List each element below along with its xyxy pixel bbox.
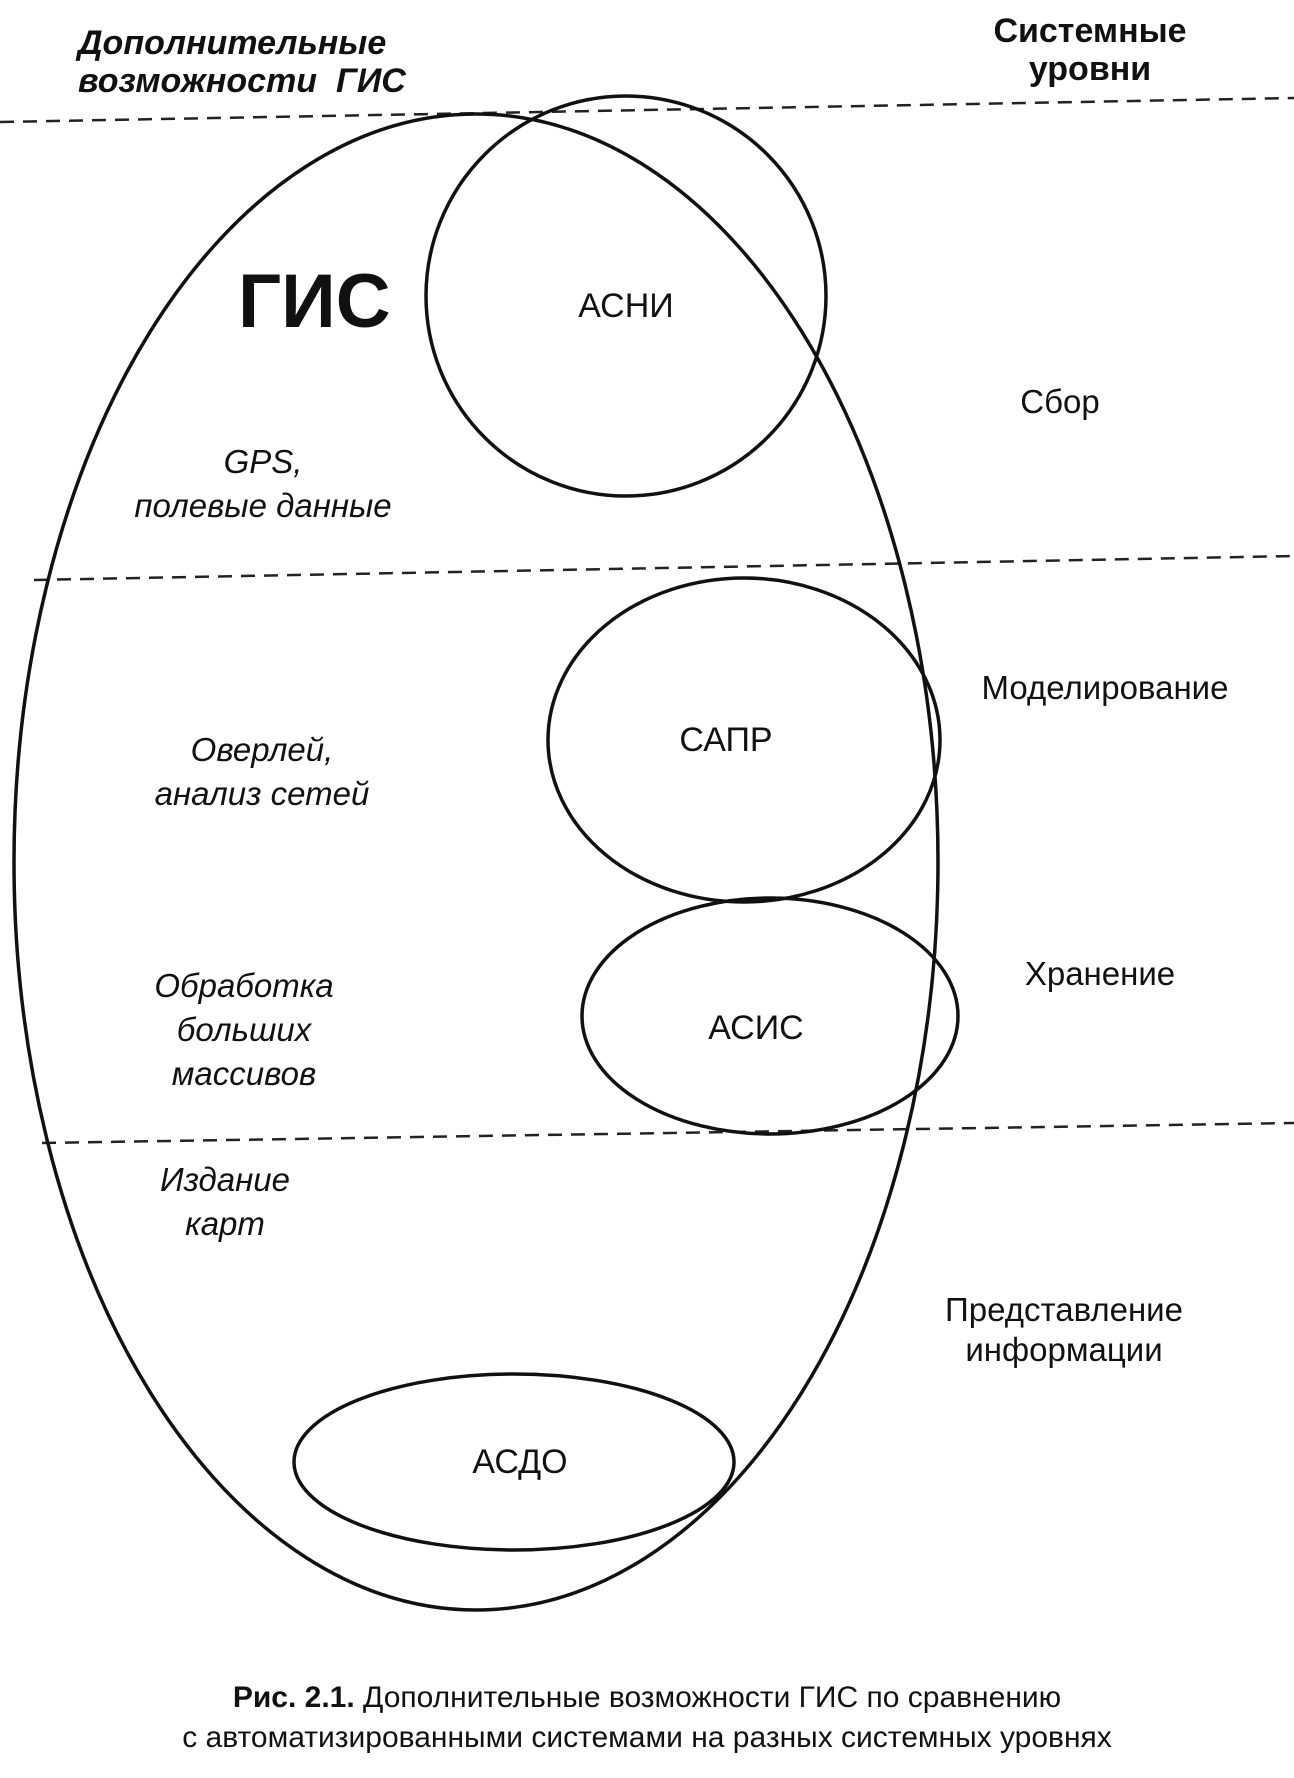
figure-caption: Рис. 2.1. Дополнительные возможности ГИС…	[0, 1678, 1294, 1758]
caption-line2: с автоматизированными системами на разны…	[182, 1721, 1112, 1754]
level-presentation: Представление информации	[924, 1290, 1204, 1370]
feature-overlay-line1: Оверлей,	[190, 731, 334, 768]
asis-label: АСИС	[708, 1009, 804, 1047]
asis-ellipse	[580, 896, 960, 1136]
asni-label: АСНИ	[578, 287, 674, 325]
feature-maps-line1: Издание	[159, 1161, 291, 1198]
caption-line1: Рис. 2.1. Дополнительные возможности ГИС…	[0, 1678, 1294, 1718]
level-modeling: Моделирование	[981, 669, 1229, 706]
feature-gps: GPS, полевые данные	[88, 440, 438, 528]
header-additional-capabilities: Дополнительные возможности ГИС	[78, 24, 406, 100]
feature-processing: Обработка больших массивов	[104, 964, 384, 1096]
header-right-line1: Системные	[993, 12, 1187, 50]
caption-line1-text: Дополнительные возможности ГИС по сравне…	[354, 1681, 1062, 1714]
level-collection: Сбор	[1020, 383, 1100, 420]
feature-maps-line2: карт	[185, 1205, 265, 1242]
feature-overlay: Оверлей, анализ сетей	[112, 728, 412, 816]
asdo-ellipse	[292, 1372, 736, 1552]
asni-ellipse	[424, 94, 828, 498]
separator-line-storage-presentation	[41, 1121, 1294, 1145]
header-right-line2: уровни	[1028, 50, 1152, 88]
asdo-label: АСДО	[472, 1443, 568, 1481]
feature-maps: Издание карт	[120, 1158, 330, 1246]
feature-processing-line2: больших	[176, 1011, 312, 1048]
sapr-ellipse	[546, 576, 942, 904]
feature-processing-line3: массивов	[171, 1055, 317, 1092]
feature-gps-line1: GPS,	[223, 443, 303, 480]
header-left-line1: Дополнительные	[78, 24, 387, 62]
level-presentation-line2: информации	[965, 1331, 1163, 1368]
level-storage: Хранение	[1024, 955, 1176, 992]
feature-processing-line1: Обработка	[154, 967, 334, 1004]
feature-gps-line2: полевые данные	[134, 487, 392, 524]
separator-line-top	[0, 96, 1294, 124]
separator-line-collection-modeling	[33, 554, 1294, 582]
gis-label: ГИС	[238, 259, 391, 344]
gis-ellipse	[12, 112, 940, 1612]
header-system-levels: Системные уровни	[960, 12, 1220, 88]
caption-label: Рис. 2.1.	[232, 1681, 355, 1714]
level-presentation-line1: Представление	[945, 1291, 1183, 1328]
sapr-label: САПР	[679, 721, 773, 759]
feature-overlay-line2: анализ сетей	[154, 775, 370, 812]
header-left-line2: возможности ГИС	[78, 62, 406, 100]
